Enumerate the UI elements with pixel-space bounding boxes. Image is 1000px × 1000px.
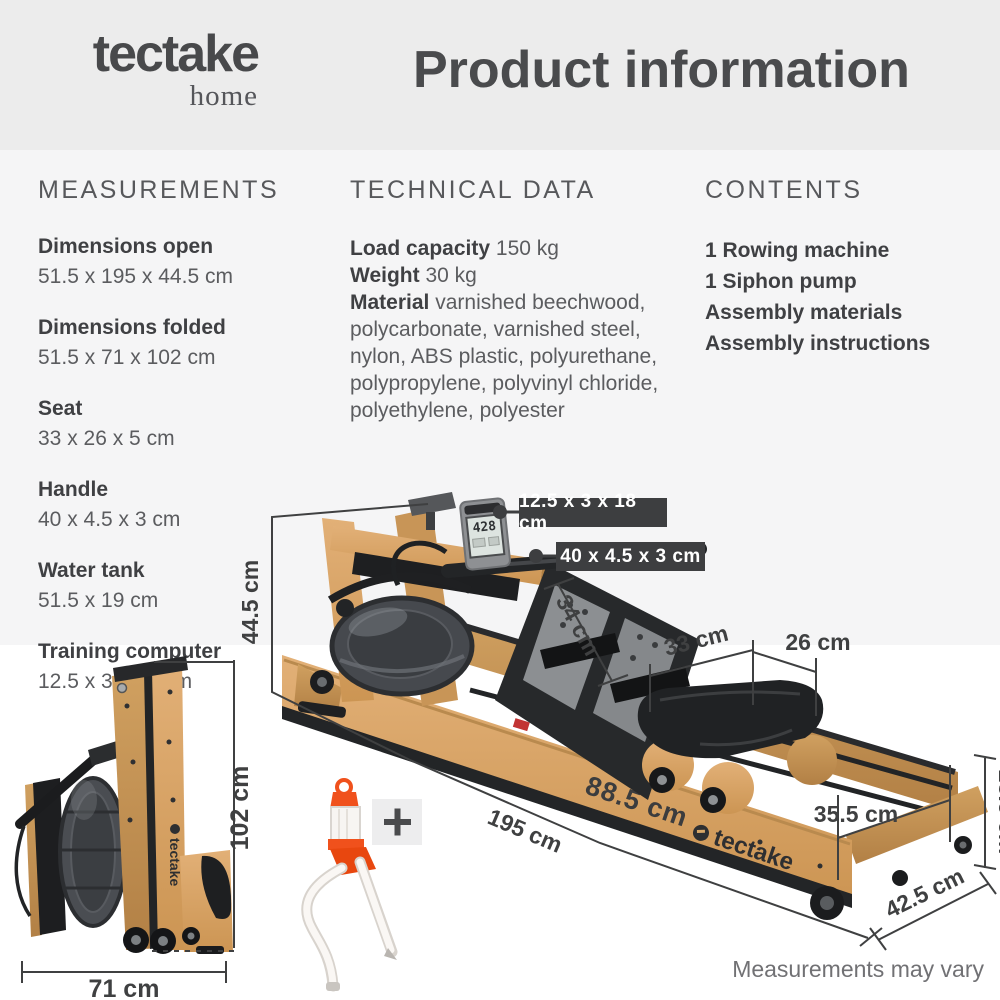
contents-item: 1 Siphon pump <box>705 270 857 293</box>
technical-value: 150 kg <box>495 237 559 260</box>
dimension-label-rear-height: 28.5 cm <box>994 770 1000 854</box>
rowing-machine-folded-illustration: tectake <box>14 656 233 954</box>
technical-value: varnished beechwood, polycarbonate, varn… <box>350 291 659 422</box>
measurement-value: 51.5 x 19 cm <box>38 589 159 612</box>
brand-logo: tectake home <box>62 25 260 113</box>
svg-text:tectake: tectake <box>167 838 183 886</box>
technical-row: Weight 30 kg <box>350 262 672 289</box>
measurement-item: Seat 33 x 26 x 5 cm <box>38 397 328 451</box>
dimension-label-seat-width: 26 cm <box>785 629 850 655</box>
dimension-label-total-length: 195 cm <box>484 803 566 857</box>
measurement-label: Seat <box>38 397 83 420</box>
contents-item: 1 Rowing machine <box>705 239 890 262</box>
measurement-value: 33 x 26 x 5 cm <box>38 427 175 450</box>
contents-heading: CONTENTS <box>705 176 863 204</box>
measurement-label: Training computer <box>38 640 222 663</box>
computer-display-value: 428 <box>472 519 497 536</box>
technical-data-column: TECHNICAL DATA Load capacity 150 kg Weig… <box>350 176 672 424</box>
dimension-label-base-width: 42.5 cm <box>881 863 968 923</box>
dimension-label-folded-height: 102 cm <box>226 766 254 851</box>
measurement-value: 51.5 x 71 x 102 cm <box>38 346 216 369</box>
technical-value: 30 kg <box>425 264 477 287</box>
contents-column: CONTENTS 1 Rowing machine 1 Siphon pump … <box>705 176 975 359</box>
measurement-value: 51.5 x 195 x 44.5 cm <box>38 265 233 288</box>
dimension-label-folded-width: 71 cm <box>89 975 160 1000</box>
footer-note: Measurements may vary <box>732 956 984 982</box>
siphon-pump-illustration <box>301 778 422 992</box>
technical-row: Material varnished beechwood, polycarbon… <box>350 289 672 424</box>
contents-item: Assembly instructions <box>705 332 931 355</box>
measurement-label: Water tank <box>38 559 145 582</box>
technical-label: Material <box>350 291 430 314</box>
technical-label: Weight <box>350 264 420 287</box>
dimension-label-height-open: 44.5 cm <box>237 560 263 644</box>
measurement-item: Dimensions open 51.5 x 195 x 44.5 cm <box>38 235 328 289</box>
measurements-heading: MEASUREMENTS <box>38 176 280 204</box>
measurement-item: Dimensions folded 51.5 x 71 x 102 cm <box>38 316 328 370</box>
technical-heading: TECHNICAL DATA <box>350 176 596 204</box>
brand-sub: home <box>189 80 258 112</box>
header-band <box>0 0 1000 150</box>
measurement-item: Handle 40 x 4.5 x 3 cm <box>38 478 328 532</box>
technical-label: Load capacity <box>350 237 491 260</box>
callout-training-computer: 12.5 x 3 x 18 cm <box>519 491 667 534</box>
measurement-label: Handle <box>38 478 109 501</box>
measurement-label: Dimensions open <box>38 235 214 258</box>
brand-name: tectake <box>92 25 260 83</box>
folded-brand-logo: tectake <box>167 824 183 886</box>
callout-leaders <box>493 505 557 563</box>
rowing-machine-open-illustration: 88.5 cm tectake <box>282 492 988 920</box>
measurement-label: Dimensions folded <box>38 316 226 339</box>
dimension-lines <box>21 503 997 983</box>
measurement-item: Water tank 51.5 x 19 cm <box>38 559 328 613</box>
measurement-value: 40 x 4.5 x 3 cm <box>38 508 181 531</box>
technical-row: Load capacity 150 kg <box>350 235 672 262</box>
callout-handle: 40 x 4.5 x 3 cm <box>556 542 705 571</box>
dimension-label-rear-width: 35.5 cm <box>814 801 898 827</box>
contents-item: Assembly materials <box>705 301 903 324</box>
page-title: Product information <box>413 41 910 99</box>
